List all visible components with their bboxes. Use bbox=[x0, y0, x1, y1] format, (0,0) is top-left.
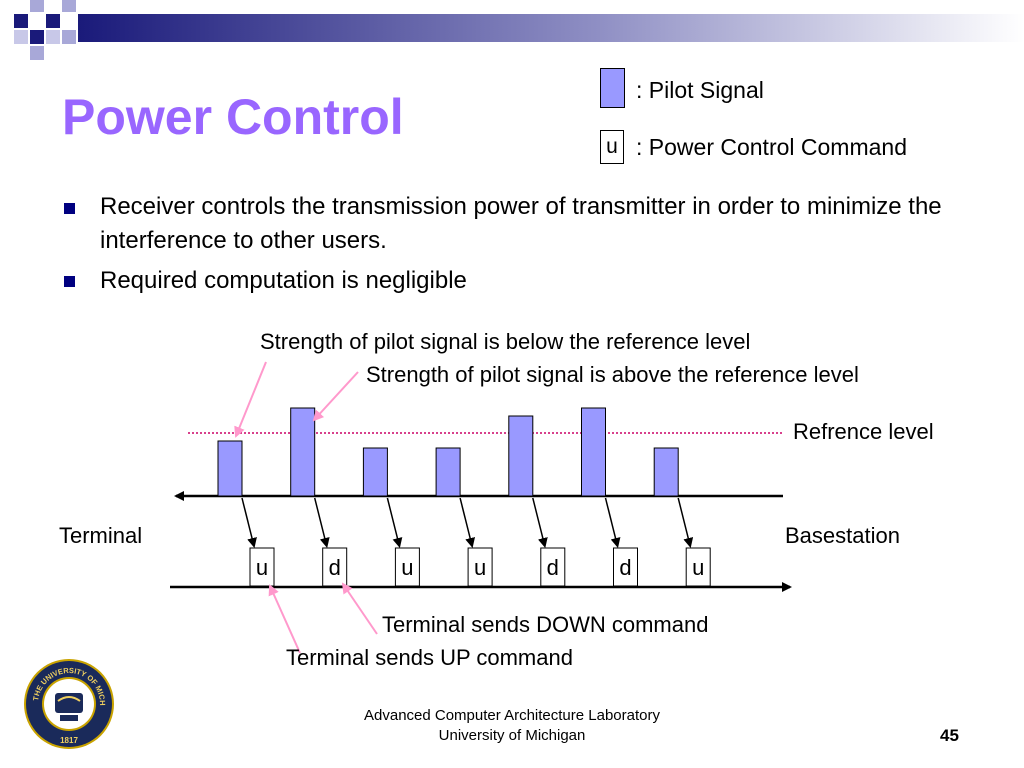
command-arrow bbox=[459, 497, 476, 548]
command-box bbox=[540, 547, 566, 587]
callout-arrow-below bbox=[234, 361, 267, 438]
terminal-label: Terminal bbox=[59, 523, 143, 548]
up-command-label: Terminal sends UP command bbox=[286, 645, 573, 670]
callout-arrow-up bbox=[268, 584, 301, 654]
seal-year: 1817 bbox=[60, 736, 78, 745]
pilot-signal-bar bbox=[217, 440, 243, 497]
command-letter: u bbox=[256, 555, 268, 580]
command-box bbox=[685, 547, 711, 587]
bullet-text: Receiver controls the transmission power… bbox=[100, 193, 942, 254]
legend-command-symbol: u bbox=[600, 130, 624, 164]
command-letter: d bbox=[329, 555, 341, 580]
pilot-signal-bar bbox=[653, 447, 679, 497]
top-banner bbox=[0, 0, 1024, 62]
bullet-text: Required computation is negligible bbox=[100, 267, 467, 294]
legend-command-label: : Power Control Command bbox=[636, 134, 907, 160]
command-letter: u bbox=[692, 555, 704, 580]
annotation-below-reference: Strength of pilot signal is below the re… bbox=[260, 329, 751, 354]
command-arrow bbox=[604, 497, 621, 548]
banner-graphic bbox=[14, 0, 1024, 60]
footer-line1: Advanced Computer Architecture Laborator… bbox=[364, 707, 660, 724]
bullet-marker bbox=[64, 203, 75, 214]
reference-level-label: Refrence level bbox=[793, 419, 934, 444]
legend-pilot-swatch bbox=[600, 68, 625, 108]
command-letter: u bbox=[474, 555, 486, 580]
command-arrow bbox=[313, 497, 330, 548]
basestation-label: Basestation bbox=[785, 523, 900, 548]
command-box bbox=[249, 547, 275, 587]
down-command-label: Terminal sends DOWN command bbox=[382, 612, 709, 637]
command-box bbox=[467, 547, 493, 587]
command-letter: d bbox=[547, 555, 559, 580]
page-title: Power Control bbox=[62, 89, 404, 145]
pilot-signal-bar bbox=[362, 447, 388, 497]
university-seal: THE UNIVERSITY OF MICHIGAN 1817 bbox=[22, 657, 114, 749]
annotation-above-reference: Strength of pilot signal is above the re… bbox=[366, 362, 859, 387]
pilot-signal-bar bbox=[435, 447, 461, 497]
pilot-signal-bar bbox=[290, 407, 316, 497]
command-box bbox=[394, 547, 420, 587]
legend-pilot-label: : Pilot Signal bbox=[636, 77, 764, 103]
command-arrow bbox=[241, 497, 257, 548]
pilot-signal-bar bbox=[508, 415, 534, 497]
pilot-signal-bar bbox=[581, 407, 606, 497]
command-arrow bbox=[677, 497, 694, 548]
callout-arrow-down bbox=[341, 582, 378, 635]
command-letter: d bbox=[619, 555, 631, 580]
callout-arrow-above bbox=[312, 371, 359, 422]
footer-line2: University of Michigan bbox=[438, 727, 586, 744]
page-number: 45 bbox=[940, 726, 959, 745]
command-letter: u bbox=[401, 555, 413, 580]
command-box bbox=[322, 547, 348, 587]
command-arrow bbox=[532, 497, 548, 548]
command-arrow bbox=[386, 497, 403, 548]
bullet-marker bbox=[64, 276, 75, 287]
command-box bbox=[613, 547, 638, 587]
